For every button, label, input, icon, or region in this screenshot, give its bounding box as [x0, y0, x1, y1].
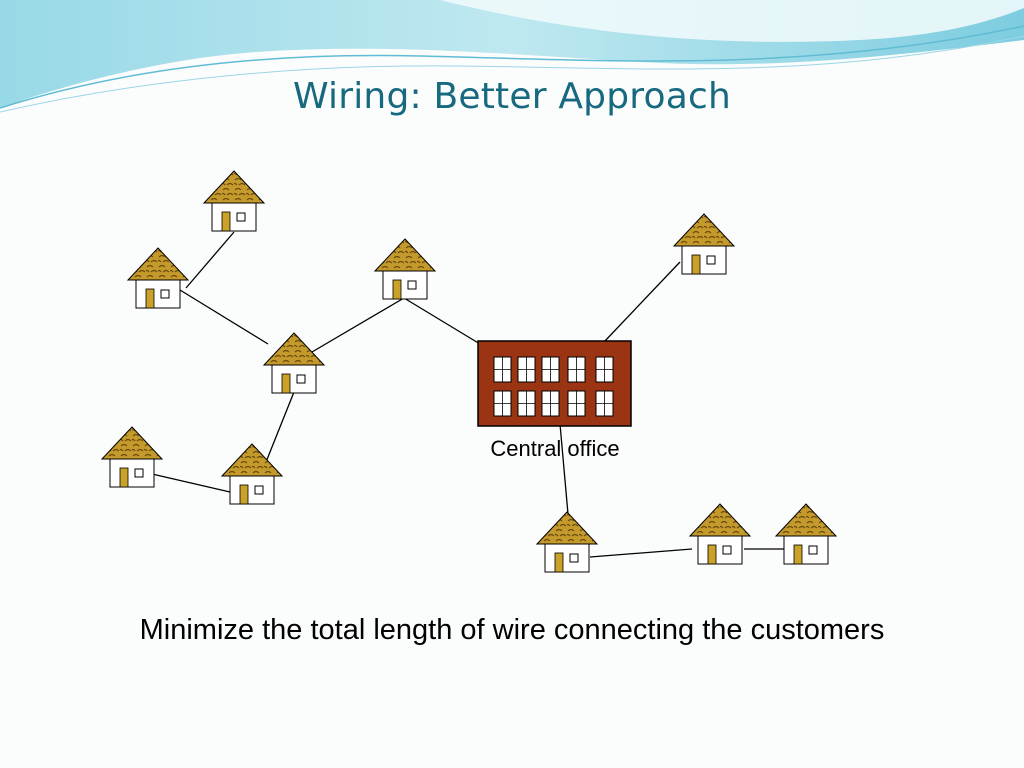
house-icon [127, 247, 189, 309]
wire [589, 548, 693, 558]
office-window-panes [494, 357, 613, 416]
wave-line-1 [0, 25, 1024, 109]
central-office: Central office [477, 340, 632, 461]
wire [265, 391, 295, 463]
house-icon [775, 503, 837, 565]
house-icon [673, 213, 735, 275]
house-icon [374, 238, 436, 300]
house-icon [689, 503, 751, 565]
wire [603, 261, 681, 343]
wires [151, 231, 784, 558]
wave-line-2 [0, 35, 1024, 113]
house-icon [221, 443, 283, 505]
wave-white-swoosh [440, 0, 1024, 42]
house-icon [101, 426, 163, 488]
house-icon [536, 511, 598, 573]
wire [403, 297, 481, 345]
house-icon [203, 170, 265, 232]
wire [185, 231, 235, 289]
wire [559, 423, 569, 515]
central-office-label: Central office [490, 436, 619, 461]
house-icon [263, 332, 325, 394]
wire [151, 473, 231, 493]
slide-caption: Minimize the total length of wire connec… [139, 614, 885, 646]
wire [179, 289, 269, 345]
slide-title: Wiring: Better Approach [293, 76, 731, 117]
houses [101, 170, 837, 573]
wire [311, 297, 405, 353]
